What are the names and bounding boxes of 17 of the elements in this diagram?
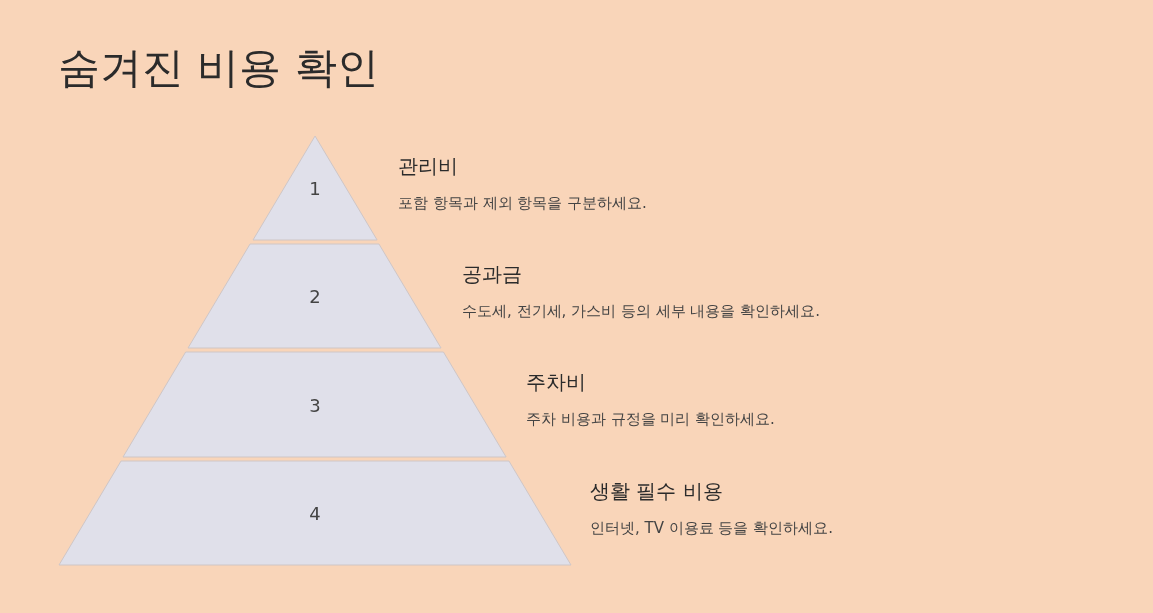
pyramid-level xyxy=(188,244,442,348)
level-description: 인터넷, TV 이용료 등을 확인하세요. xyxy=(590,519,834,538)
level-number: 4 xyxy=(309,502,321,524)
level-description: 주차 비용과 규정을 미리 확인하세요. xyxy=(526,410,775,429)
level-heading: 관리비 xyxy=(398,153,458,180)
level-description: 수도세, 전기세, 가스비 등의 세부 내용을 확인하세요. xyxy=(462,302,820,321)
pyramid-level xyxy=(123,352,507,457)
level-description: 포함 항목과 제외 항목을 구분하세요. xyxy=(398,194,647,213)
level-number: 2 xyxy=(309,285,321,307)
title: 숨겨진 비용 확인 xyxy=(58,42,379,94)
level-number: 3 xyxy=(309,394,321,415)
pyramid-level xyxy=(59,461,571,565)
level-heading: 주차비 xyxy=(526,369,586,396)
level-heading: 생활 필수 비용 xyxy=(590,478,723,505)
pyramid-level xyxy=(252,136,378,240)
level-heading: 공과금 xyxy=(462,261,522,288)
level-number: 1 xyxy=(309,177,321,199)
